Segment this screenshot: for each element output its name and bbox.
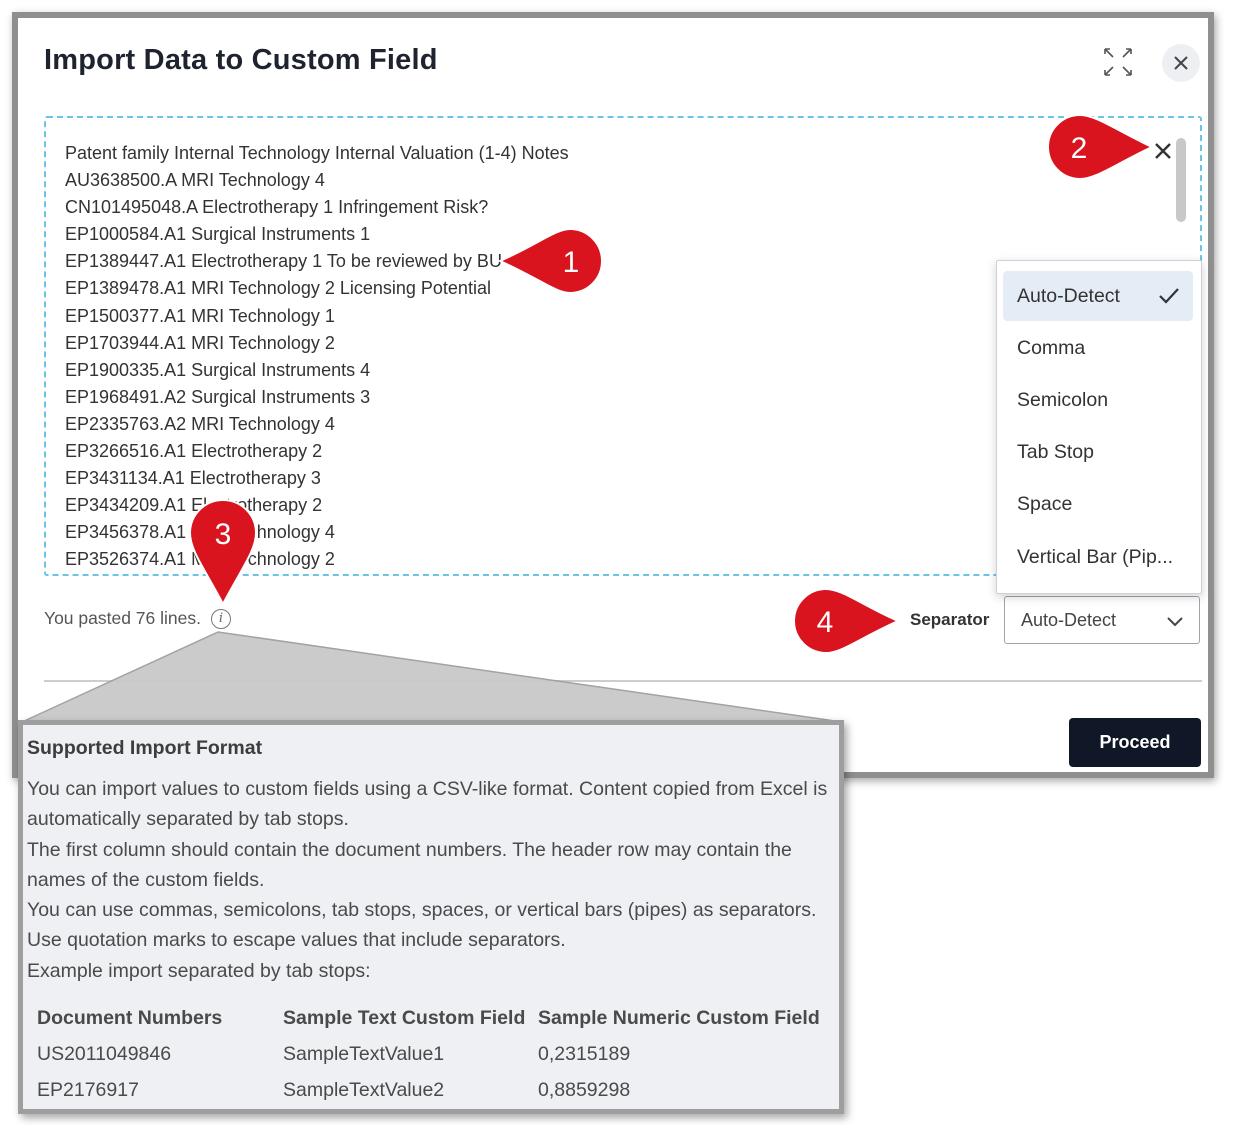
table-cell: 0,8859298 bbox=[538, 1079, 631, 1101]
proceed-button[interactable]: Proceed bbox=[1069, 718, 1201, 767]
table-cell: SampleTextValue1 bbox=[283, 1043, 445, 1065]
column-header: Sample Text Custom Field bbox=[283, 1007, 526, 1029]
tooltip-body: You can import values to custom fields u… bbox=[27, 774, 839, 986]
divider bbox=[44, 680, 1202, 682]
option-label: Space bbox=[1017, 492, 1073, 515]
pasted-count: You pasted 76 lines. i bbox=[44, 608, 231, 629]
option-label: Tab Stop bbox=[1017, 440, 1094, 463]
separator-option-tab-stop[interactable]: Tab Stop bbox=[1003, 427, 1193, 477]
separator-dropdown: Auto-Detect Comma Semicolon Tab Stop Spa… bbox=[996, 260, 1202, 594]
pasted-line: AU3638500.A MRI Technology 4 bbox=[65, 170, 325, 191]
pasted-line: EP1703944.A1 MRI Technology 2 bbox=[65, 332, 335, 353]
dialog-title: Import Data to Custom Field bbox=[44, 44, 438, 76]
callout-number: 4 bbox=[817, 606, 834, 639]
table-cell: 0,2315189 bbox=[538, 1043, 631, 1065]
pasted-line: EP1968491.A2 Surgical Instruments 3 bbox=[65, 386, 371, 407]
pasted-line: EP1500377.A1 MRI Technology 1 bbox=[65, 305, 335, 326]
separator-option-semicolon[interactable]: Semicolon bbox=[1003, 375, 1193, 425]
column-header: Sample Numeric Custom Field bbox=[538, 1007, 820, 1029]
callout-number: 1 bbox=[563, 246, 580, 279]
tooltip-title: Supported Import Format bbox=[27, 737, 263, 759]
pasted-line: EP3456378.A1 MRI Technology 4 bbox=[65, 522, 335, 543]
scrollbar-thumb[interactable] bbox=[1176, 138, 1186, 222]
tooltip-paragraph: You can import values to custom fields u… bbox=[27, 778, 828, 831]
table-cell: EP2176917 bbox=[37, 1079, 139, 1101]
separator-value: Auto-Detect bbox=[1021, 609, 1117, 630]
callout-4: 4 bbox=[793, 588, 900, 654]
pasted-count-text: You pasted 76 lines. bbox=[44, 608, 201, 628]
close-button[interactable] bbox=[1162, 44, 1200, 82]
pasted-line: Patent family Internal Technology Intern… bbox=[65, 143, 569, 163]
expand-button[interactable] bbox=[1100, 44, 1136, 80]
pasted-line: EP1389478.A1 MRI Technology 2 Licensing … bbox=[65, 278, 491, 299]
table-cell: SampleTextValue2 bbox=[283, 1079, 445, 1101]
separator-option-comma[interactable]: Comma bbox=[1003, 323, 1193, 373]
callout-number: 3 bbox=[215, 518, 232, 551]
separator-option-auto-detect[interactable]: Auto-Detect bbox=[1003, 271, 1193, 321]
pasted-line: EP3431134.A1 Electrotherapy 3 bbox=[65, 468, 321, 489]
scrollbar[interactable] bbox=[1176, 138, 1186, 558]
close-icon bbox=[1155, 143, 1171, 159]
pasted-line: EP1389447.A1 Electrotherapy 1 To be revi… bbox=[65, 251, 502, 272]
tooltip-paragraph: Use quotation marks to escape values tha… bbox=[27, 929, 566, 952]
callout-3: 3 bbox=[188, 499, 258, 606]
close-icon bbox=[1174, 56, 1188, 70]
tooltip-paragraph: You can use commas, semicolons, tab stop… bbox=[27, 899, 817, 922]
callout-1: 1 bbox=[498, 228, 603, 294]
pasted-line: EP3266516.A1 Electrotherapy 2 bbox=[65, 441, 323, 462]
pasted-line: EP1000584.A1 Surgical Instruments 1 bbox=[65, 224, 371, 245]
pasted-line: EP3526374.A1 MRI Technology 2 bbox=[65, 549, 335, 570]
callout-2: 2 bbox=[1047, 114, 1155, 181]
tooltip-paragraph: The first column should contain the docu… bbox=[27, 838, 792, 891]
import-format-tooltip: Supported Import Format You can import v… bbox=[18, 720, 844, 1114]
info-icon[interactable]: i bbox=[210, 608, 231, 629]
option-label: Semicolon bbox=[1017, 388, 1109, 411]
pasted-line: EP1900335.A1 Surgical Instruments 4 bbox=[65, 359, 371, 380]
separator-option-space[interactable]: Space bbox=[1003, 479, 1193, 529]
expand-icon bbox=[1104, 48, 1132, 76]
option-label: Comma bbox=[1017, 336, 1086, 359]
pasted-line: EP3434209.A1 Electrotherapy 2 bbox=[65, 495, 323, 516]
chevron-down-icon bbox=[1167, 617, 1183, 627]
pasted-lines: Patent family Internal Technology Intern… bbox=[65, 140, 569, 574]
separator-option-vertical-bar[interactable]: Vertical Bar (Pip... bbox=[1003, 532, 1193, 582]
separator-label: Separator bbox=[910, 610, 990, 629]
pasted-line: EP2335763.A2 MRI Technology 4 bbox=[65, 413, 335, 434]
pasted-line: CN101495048.A Electrotherapy 1 Infringem… bbox=[65, 197, 489, 218]
callout-number: 2 bbox=[1071, 132, 1088, 165]
tooltip-paragraph: Example import separated by tab stops: bbox=[27, 959, 371, 982]
clear-paste-button[interactable] bbox=[1150, 138, 1176, 164]
separator-select[interactable]: Auto-Detect bbox=[1004, 596, 1200, 644]
table-cell: US2011049846 bbox=[37, 1043, 172, 1065]
column-header: Document Numbers bbox=[37, 1007, 223, 1029]
option-label: Auto-Detect bbox=[1017, 284, 1120, 307]
checkmark-icon bbox=[1159, 288, 1179, 304]
option-label: Vertical Bar (Pip... bbox=[1017, 545, 1174, 568]
